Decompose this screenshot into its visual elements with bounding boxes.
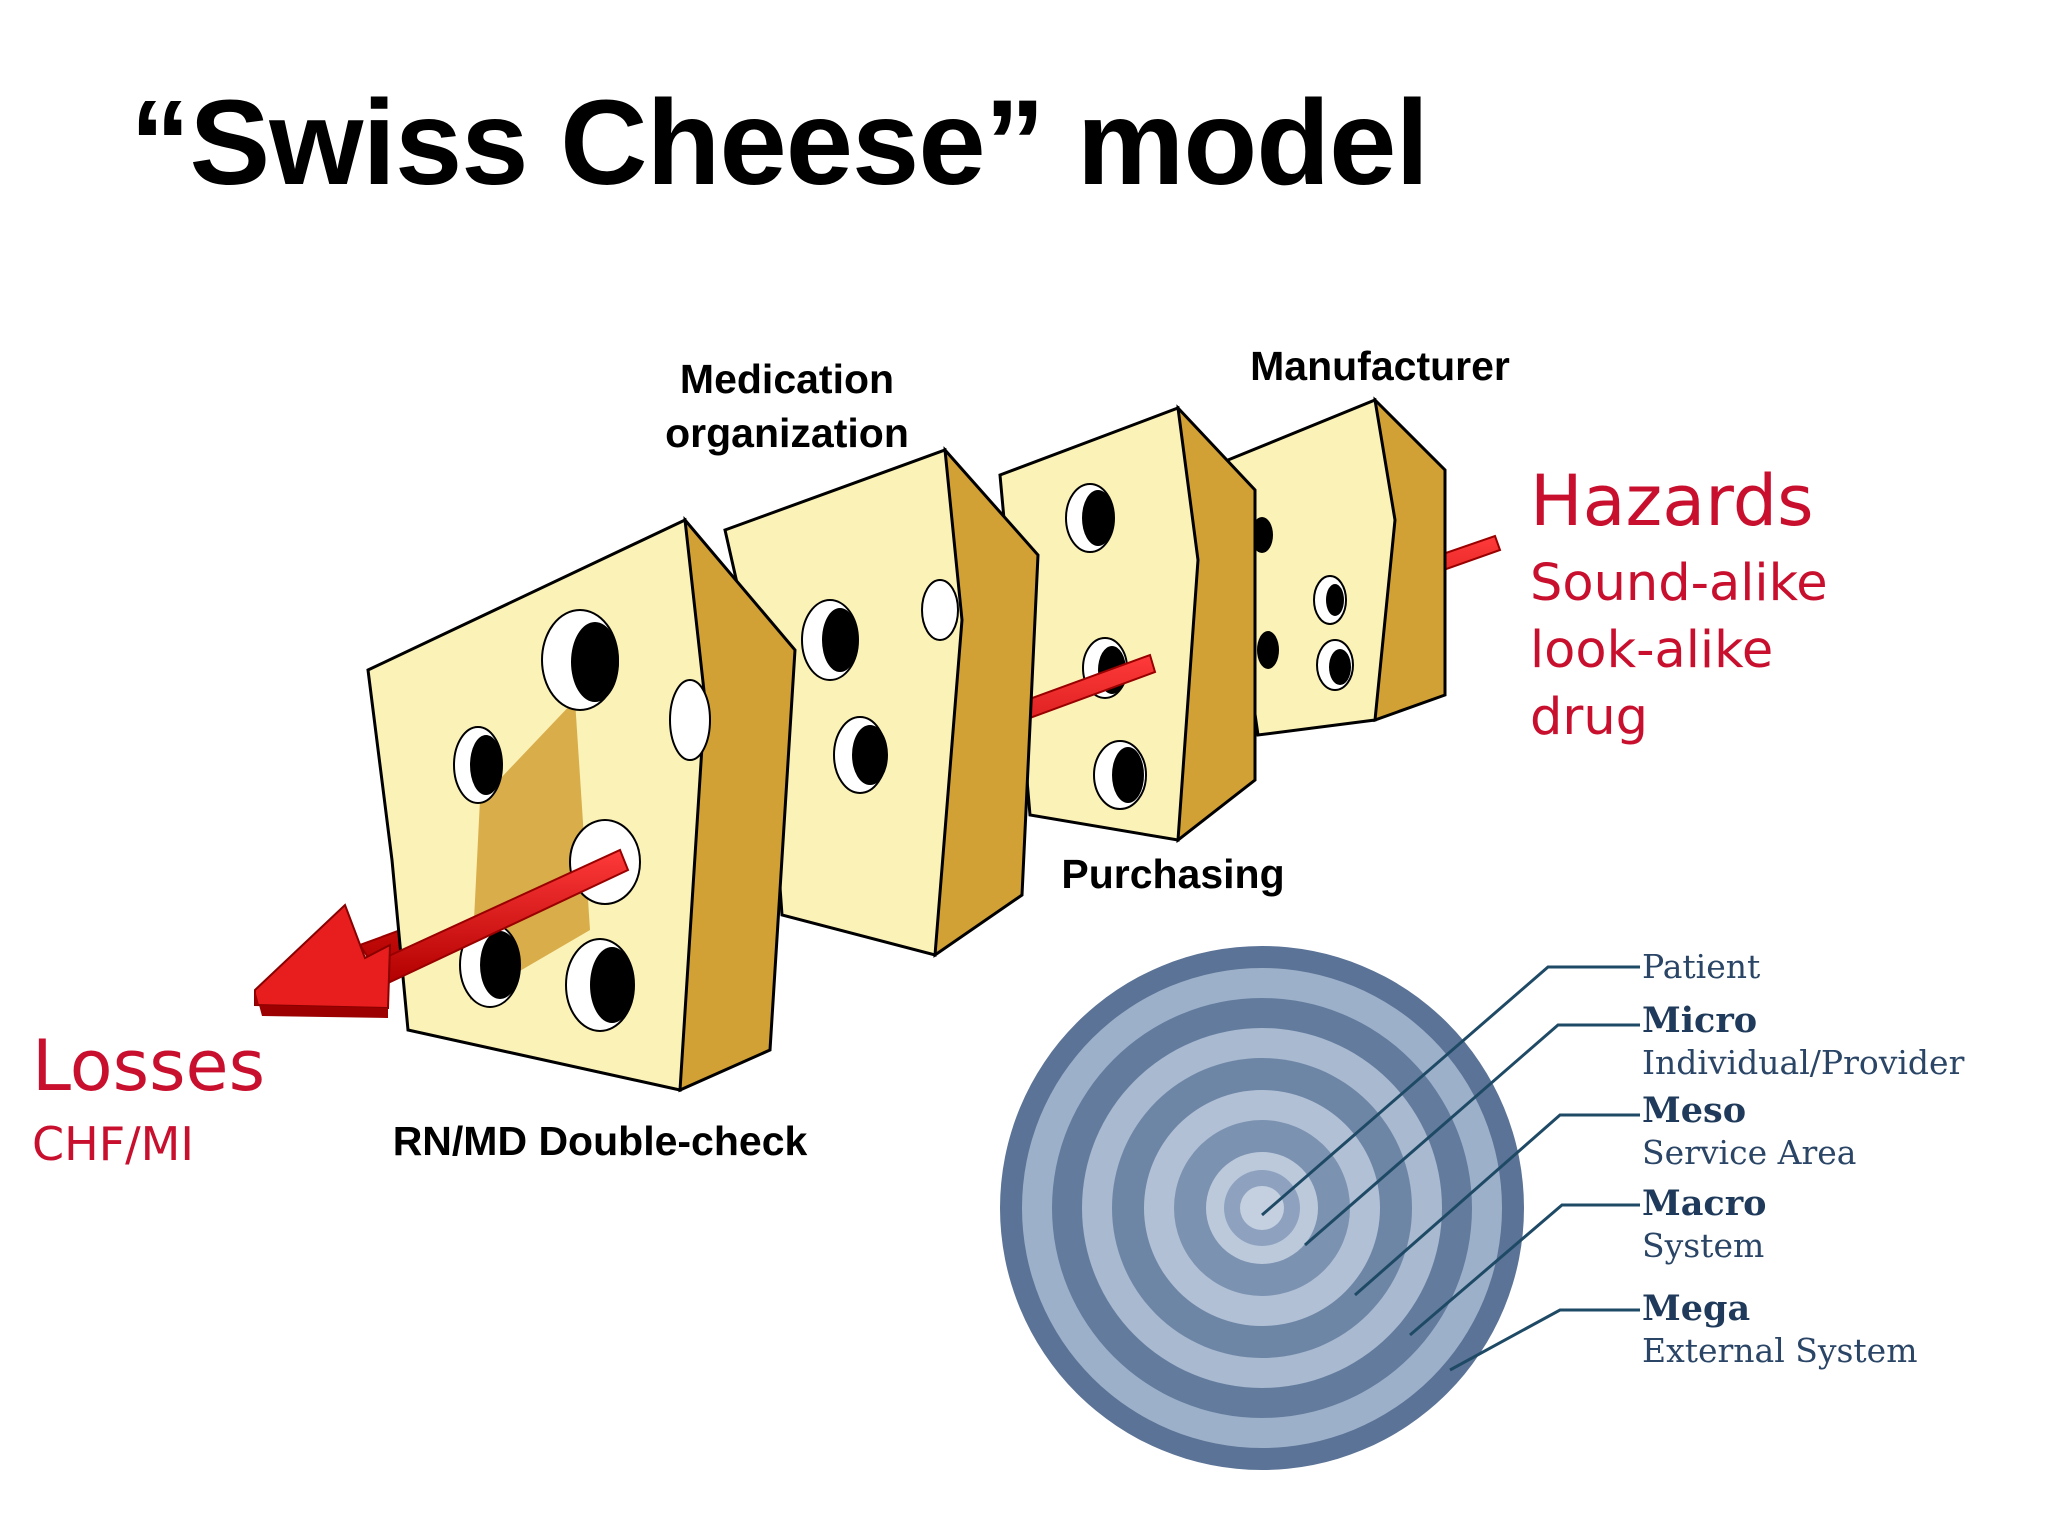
losses-sub: CHF/MI [32,1117,194,1171]
ring-leader-lines [1261,965,1640,1372]
hazards-line-3: drug [1530,688,1648,747]
hazards-line-1: Sound-alike [1530,554,1828,613]
cheese-slice-manufacturer [1226,396,1447,737]
cheese-slice-rn-md-double-check [366,515,797,1093]
ring-label-micro: Micro [1642,1000,1757,1041]
hazards-line-2: look-alike [1530,621,1773,680]
ring-sub-mega: External System [1642,1331,1918,1370]
label-manufacturer: Manufacturer [1250,343,1510,389]
label-medication-line2: organization [665,410,909,456]
page-title: “Swiss Cheese” model [130,74,1429,210]
label-rn-md-double-check: RN/MD Double-check [393,1118,808,1164]
ring-label-meso: Meso [1642,1090,1746,1131]
ring-sub-macro: System [1642,1226,1764,1265]
ring-label-patient: Patient [1642,947,1760,986]
hazards-title: Hazards [1530,460,1814,542]
label-medication-line1: Medication [680,356,894,402]
ring-sub-micro: Individual/Provider [1642,1043,1965,1082]
concentric-rings-diagram [1000,946,1524,1470]
losses-title: Losses [32,1025,265,1107]
label-purchasing: Purchasing [1061,851,1284,897]
ring-label-mega: Mega [1642,1288,1750,1329]
losses-arrow-head [254,848,630,1018]
ring-sub-meso: Service Area [1642,1133,1856,1172]
cheese-slice-purchasing [998,404,1257,844]
ring-label-macro: Macro [1642,1183,1767,1224]
